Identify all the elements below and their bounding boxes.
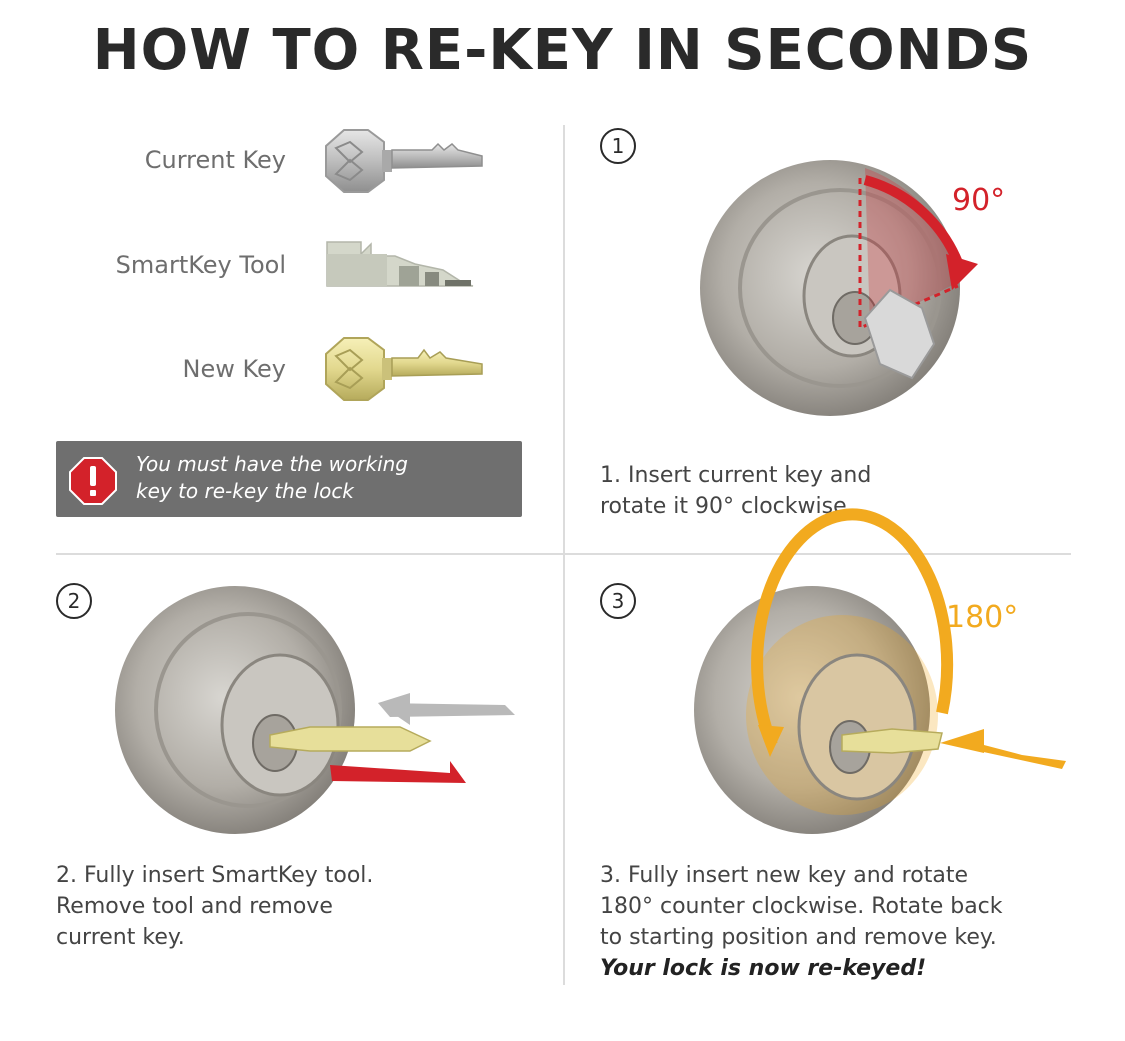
- warning-text: You must have the working key to re-key …: [136, 452, 409, 503]
- step2-caption: 2. Fully insert SmartKey tool. Remove to…: [56, 863, 374, 950]
- horizontal-divider: [56, 553, 1071, 555]
- vertical-divider: [563, 125, 565, 985]
- step2-lock-illustration: [115, 586, 515, 834]
- smartkey-tool-label: SmartKey Tool: [115, 251, 286, 279]
- warning-banner: You must have the working key to re-key …: [56, 441, 522, 517]
- step-number-1: 1: [600, 128, 636, 164]
- new-key-label: New Key: [182, 355, 287, 383]
- step3-angle-label: 180°: [946, 600, 1019, 635]
- step3-lock-illustration: [694, 508, 1066, 834]
- step1-lock-illustration: [700, 160, 978, 416]
- page-title: HOW TO RE-KEY IN SECONDS: [92, 18, 1033, 83]
- step3-caption: 3. Fully insert new key and rotate 180° …: [600, 860, 1003, 984]
- step1-caption: 1. Insert current key and rotate it 90° …: [600, 463, 872, 519]
- new-key-icon: [325, 337, 483, 401]
- exclamation-icon: [69, 457, 117, 505]
- step3-caption-emphasis: Your lock is now re-keyed!: [600, 956, 927, 981]
- step-number-2: 2: [56, 583, 92, 619]
- current-key-label: Current Key: [144, 146, 286, 174]
- smartkey-tool-icon: [326, 241, 474, 287]
- step-number-3: 3: [600, 583, 636, 619]
- step1-angle-label: 90°: [952, 183, 1006, 218]
- current-key-icon: [325, 129, 483, 193]
